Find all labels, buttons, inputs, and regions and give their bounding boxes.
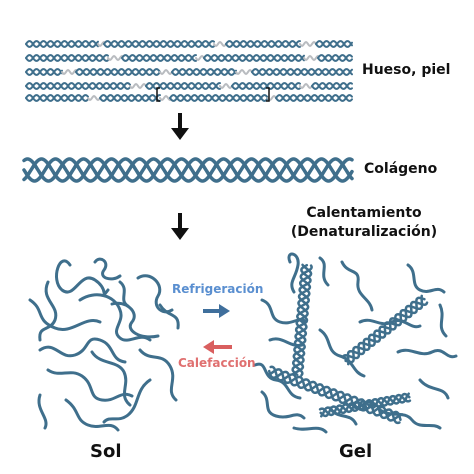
heating-reverse-label: Calefacción	[178, 356, 256, 370]
gel-helix-strand	[346, 300, 429, 366]
heating-label-line1: Calentamiento	[306, 205, 422, 221]
sol-random-coils	[28, 257, 180, 432]
fiber-strand	[25, 68, 63, 76]
gel-helix-strand	[319, 392, 411, 418]
fiber-strand	[203, 54, 305, 62]
fiber-gap	[299, 82, 313, 90]
fiber-gap	[159, 94, 171, 102]
fiber-strand	[25, 40, 99, 48]
fiber-strand	[275, 94, 353, 102]
fiber-gap	[87, 94, 101, 102]
fiber-strand	[203, 54, 305, 62]
fiber-gap	[235, 68, 253, 76]
fiber-gap	[97, 41, 105, 48]
sol-label: Sol	[90, 441, 122, 462]
fiber-gap	[129, 82, 147, 90]
arrow-down-icon	[171, 113, 189, 140]
collagen-triple-helix	[22, 157, 354, 183]
fiber-strand	[121, 54, 197, 62]
helix-strand	[22, 157, 354, 183]
fiber-strand	[99, 94, 161, 102]
fiber-strand	[311, 82, 353, 90]
fiber-strand	[171, 68, 237, 76]
heating-label-line2: (Denaturalización)	[290, 224, 438, 240]
gel-helix-strand	[318, 392, 410, 417]
fiber-strand	[225, 40, 301, 48]
fiber-strand	[251, 68, 353, 76]
helix-strand	[22, 157, 354, 183]
fiber-strand	[25, 54, 109, 62]
fiber-gap	[61, 68, 77, 76]
fiber-strand	[251, 68, 353, 76]
bracket-left	[156, 87, 160, 102]
fiber-gap	[195, 54, 205, 62]
fiber-strand	[25, 82, 131, 90]
fiber-strand	[103, 40, 215, 48]
fiber-gap	[299, 40, 317, 48]
fiber-strand	[145, 82, 221, 90]
fiber-strand	[317, 54, 353, 62]
fiber-gap	[213, 40, 227, 48]
fiber-gap	[159, 68, 173, 76]
collagen-label: Colágeno	[364, 161, 438, 177]
bone-skin-collagen-fibers	[25, 40, 353, 102]
fiber-strand	[171, 68, 237, 76]
fiber-strand	[121, 54, 197, 62]
fiber-strand	[75, 68, 161, 76]
fiber-strand	[25, 94, 89, 102]
cooling-label: Refrigeración	[172, 282, 264, 296]
fiber-strand	[231, 82, 301, 90]
gel-label: Gel	[339, 441, 373, 462]
fiber-gap	[107, 54, 123, 62]
fiber-strand	[99, 94, 161, 102]
bone-skin-label: Hueso, piel	[362, 62, 451, 78]
fiber-strand	[315, 40, 353, 48]
fiber-gap	[303, 54, 319, 62]
gel-helix-strand	[341, 294, 424, 360]
fiber-strand	[315, 40, 353, 48]
fiber-strand	[25, 82, 131, 90]
fiber-strand	[103, 40, 215, 48]
fiber-strand	[25, 94, 89, 102]
fiber-strand	[25, 68, 63, 76]
heating-label: Calentamiento (Denaturalización)	[276, 204, 452, 242]
fiber-strand	[225, 40, 301, 48]
fiber-strand	[25, 40, 99, 48]
gel-helix-strand	[344, 296, 426, 364]
gel-random-coils	[253, 252, 458, 434]
fiber-gap	[219, 82, 233, 90]
arrow-down-icon	[171, 213, 189, 240]
arrow-right-icon	[203, 304, 230, 318]
fiber-strand	[169, 94, 269, 102]
bracket-right	[266, 87, 270, 102]
gel-helix-segment	[341, 294, 429, 366]
arrow-left-icon	[203, 340, 232, 354]
